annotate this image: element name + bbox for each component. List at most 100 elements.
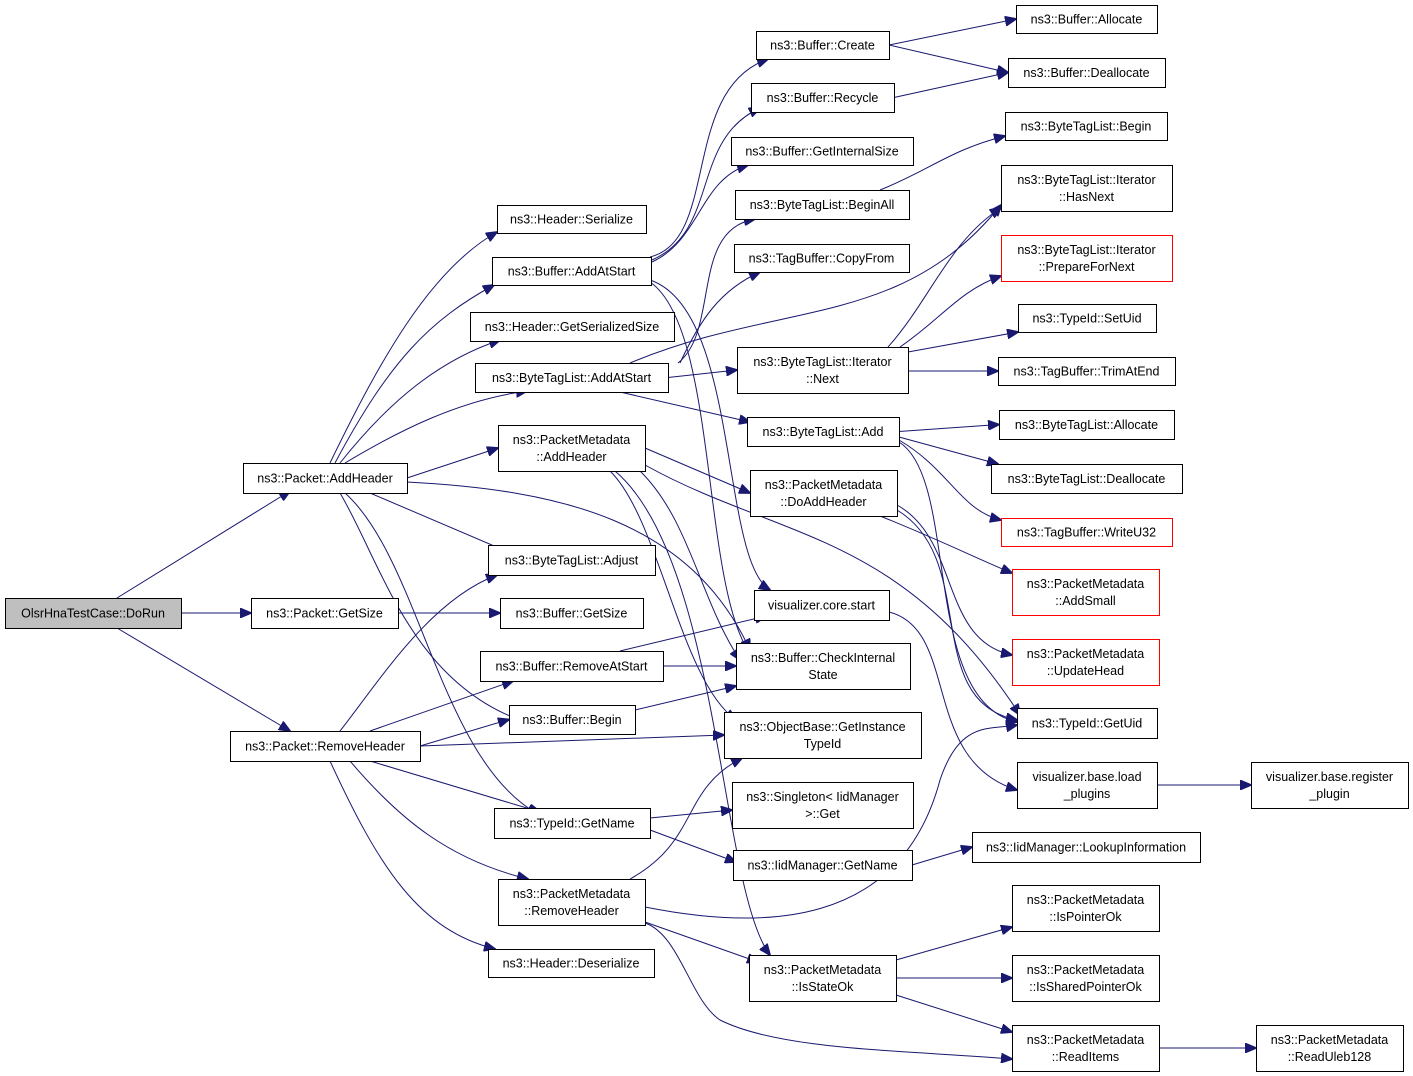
edge-packet_removeheader-to-typeid_getname: [369, 760, 540, 812]
node-box: [754, 590, 890, 621]
node-label: visualizer.core.start: [768, 599, 876, 613]
node-label: ns3::ByteTagList::Deallocate: [1008, 472, 1166, 486]
edge-bytetaglist_addatstart-to-bytetaglist_add: [619, 391, 750, 422]
node-packet-addheader[interactable]: ns3::Packet::AddHeader: [243, 463, 408, 494]
node-pm-addheader[interactable]: ns3::PacketMetadata::AddHeader: [498, 425, 646, 472]
node-iidmanager-lookupinformation[interactable]: ns3::IidManager::LookupInformation: [972, 832, 1201, 863]
node-box: [734, 244, 910, 273]
node-box: [1017, 708, 1158, 739]
node-pm-updatehead[interactable]: ns3::PacketMetadata::UpdateHead: [1012, 639, 1160, 686]
node-label: visualizer.base.load: [1032, 770, 1141, 784]
node-pm-addsmall[interactable]: ns3::PacketMetadata::AddSmall: [1012, 569, 1160, 616]
edge-packet_addheader-to-header_getserializedsize: [339, 340, 500, 464]
node-label: ns3::ByteTagList::Allocate: [1015, 418, 1158, 432]
node-buffer-getinternalsize[interactable]: ns3::Buffer::GetInternalSize: [731, 137, 914, 166]
node-root[interactable]: OlsrHnaTestCase::DoRun: [5, 598, 182, 629]
node-box: [1016, 5, 1158, 34]
node-label: ::IsStateOk: [792, 980, 855, 994]
node-btl-iterator-preparefornext[interactable]: ns3::ByteTagList::Iterator::PrepareForNe…: [1001, 235, 1173, 282]
node-tagbuffer-copyfrom[interactable]: ns3::TagBuffer::CopyFrom: [734, 244, 910, 273]
node-label: ns3::Header::GetSerializedSize: [485, 320, 659, 334]
edge-buffer_begin-to-buffer_checkinternalstate: [634, 686, 736, 711]
node-visualizer-base-load-plugins[interactable]: visualizer.base.load_plugins: [1017, 762, 1158, 809]
node-buffer-create[interactable]: ns3::Buffer::Create: [756, 31, 890, 60]
node-packet-removeheader[interactable]: ns3::Packet::RemoveHeader: [230, 731, 421, 762]
edge-buffer_recycle-to-buffer_deallocate: [893, 73, 1008, 98]
edge-packet_removeheader-to-buffer_begin: [419, 720, 509, 747]
node-singleton-iidmanager-get[interactable]: ns3::Singleton< IidManager>::Get: [732, 782, 914, 829]
call-nodes: OlsrHnaTestCase::DoRun ns3::Packet::AddHe…: [5, 5, 1409, 1072]
node-bytetaglist-addatstart[interactable]: ns3::ByteTagList::AddAtStart: [475, 363, 669, 393]
node-box: [756, 31, 890, 60]
node-packet-getsize[interactable]: ns3::Packet::GetSize: [251, 598, 399, 629]
node-pm-ispointerok[interactable]: ns3::PacketMetadata::IsPointerOk: [1012, 885, 1160, 932]
node-box: [750, 470, 898, 517]
edge-packet_addheader-to-buffer_checkinternalstate: [406, 481, 750, 650]
call-edges: [116, 19, 1256, 1059]
node-pm-doaddheader[interactable]: ns3::PacketMetadata::DoAddHeader: [750, 470, 898, 517]
node-visualizer-base-register-plugin[interactable]: visualizer.base.register_plugin: [1251, 762, 1409, 809]
node-buffer-addatstart[interactable]: ns3::Buffer::AddAtStart: [492, 257, 652, 286]
node-pm-readuleb128[interactable]: ns3::PacketMetadata::ReadUleb128: [1256, 1025, 1404, 1072]
node-btl-iterator-next[interactable]: ns3::ByteTagList::Iterator::Next: [737, 347, 909, 394]
node-box: [747, 417, 900, 447]
node-pm-isstateok[interactable]: ns3::PacketMetadata::IsStateOk: [749, 955, 897, 1002]
node-btl-iterator-hasnext[interactable]: ns3::ByteTagList::Iterator::HasNext: [1001, 165, 1173, 212]
node-label: ns3::PacketMetadata: [765, 478, 882, 492]
node-box: [492, 257, 652, 286]
node-buffer-deallocate[interactable]: ns3::Buffer::Deallocate: [1008, 58, 1166, 88]
node-label: ns3::TagBuffer::WriteU32: [1017, 526, 1156, 540]
edge-btl_iterator_next-to-btl_iterator_preparefornext: [899, 276, 1001, 348]
edge-pm_doaddheader-to-pm_addsmall: [879, 515, 1012, 573]
node-typeid-getname[interactable]: ns3::TypeId::GetName: [494, 808, 651, 839]
node-bytetaglist-allocate[interactable]: ns3::ByteTagList::Allocate: [999, 410, 1175, 440]
node-box: [498, 425, 646, 472]
edge-pm_removeheader-to-objectbase_getinstancetypeid: [629, 758, 742, 880]
node-bytetaglist-add[interactable]: ns3::ByteTagList::Add: [747, 417, 900, 447]
node-header-serialize[interactable]: ns3::Header::Serialize: [497, 205, 647, 234]
node-pm-removeheader[interactable]: ns3::PacketMetadata::RemoveHeader: [498, 879, 646, 926]
edge-pm_addheader-to-objectbase_getinstancetypeid: [609, 470, 736, 720]
node-box: [470, 312, 675, 342]
node-pm-issharedpointerok[interactable]: ns3::PacketMetadata::IsSharedPointerOk: [1012, 955, 1160, 1002]
node-pm-readitems[interactable]: ns3::PacketMetadata::ReadItems: [1012, 1025, 1160, 1072]
node-label: OlsrHnaTestCase::DoRun: [21, 607, 165, 621]
node-iidmanager-getname[interactable]: ns3::IidManager::GetName: [733, 850, 913, 881]
node-label: ns3::Buffer::RemoveAtStart: [496, 660, 648, 674]
edge-bytetaglist_add-to-bytetaglist_allocate: [898, 425, 999, 432]
node-buffer-removeatstart[interactable]: ns3::Buffer::RemoveAtStart: [480, 651, 664, 682]
node-header-deserialize[interactable]: ns3::Header::Deserialize: [488, 949, 655, 978]
node-buffer-begin[interactable]: ns3::Buffer::Begin: [509, 705, 636, 735]
node-box: [1001, 165, 1173, 212]
node-buffer-recycle[interactable]: ns3::Buffer::Recycle: [751, 83, 895, 113]
node-box: [731, 137, 914, 166]
edge-btl_iterator_next-to-btl_iterator_hasnext: [887, 208, 1001, 348]
node-box: [998, 357, 1176, 386]
node-label: ns3::Header::Deserialize: [503, 957, 640, 971]
node-bytetaglist-adjust[interactable]: ns3::ByteTagList::Adjust: [488, 545, 656, 576]
node-label: ns3::IidManager::GetName: [747, 859, 897, 873]
edge-packet_addheader-to-buffer_begin: [339, 492, 520, 720]
node-bytetaglist-deallocate[interactable]: ns3::ByteTagList::Deallocate: [991, 464, 1183, 494]
node-visualizer-core-start[interactable]: visualizer.core.start: [754, 590, 890, 621]
node-tagbuffer-writeu32[interactable]: ns3::TagBuffer::WriteU32: [1001, 518, 1173, 547]
node-header-getserializedsize[interactable]: ns3::Header::GetSerializedSize: [470, 312, 675, 342]
node-typeid-setuid[interactable]: ns3::TypeId::SetUid: [1018, 304, 1157, 333]
node-tagbuffer-trimatend[interactable]: ns3::TagBuffer::TrimAtEnd: [998, 357, 1176, 386]
node-label: ns3::ByteTagList::Add: [763, 425, 884, 439]
node-bytetaglist-beginall[interactable]: ns3::ByteTagList::BeginAll: [735, 190, 910, 220]
node-label: ns3::Header::Serialize: [510, 213, 633, 227]
edge-root-to-packet_removeheader: [116, 627, 290, 731]
node-box: [733, 850, 913, 881]
node-buffer-allocate[interactable]: ns3::Buffer::Allocate: [1016, 5, 1158, 34]
node-typeid-getuid[interactable]: ns3::TypeId::GetUid: [1017, 708, 1158, 739]
node-bytetaglist-begin[interactable]: ns3::ByteTagList::Begin: [1005, 112, 1168, 141]
node-box: [1008, 58, 1166, 88]
node-box: [230, 731, 421, 762]
edge-bytetaglist_addatstart-to-tagbuffer_copyfrom: [679, 272, 760, 364]
node-label: ns3::Packet::AddHeader: [257, 472, 393, 486]
node-buffer-getsize[interactable]: ns3::Buffer::GetSize: [500, 598, 644, 629]
